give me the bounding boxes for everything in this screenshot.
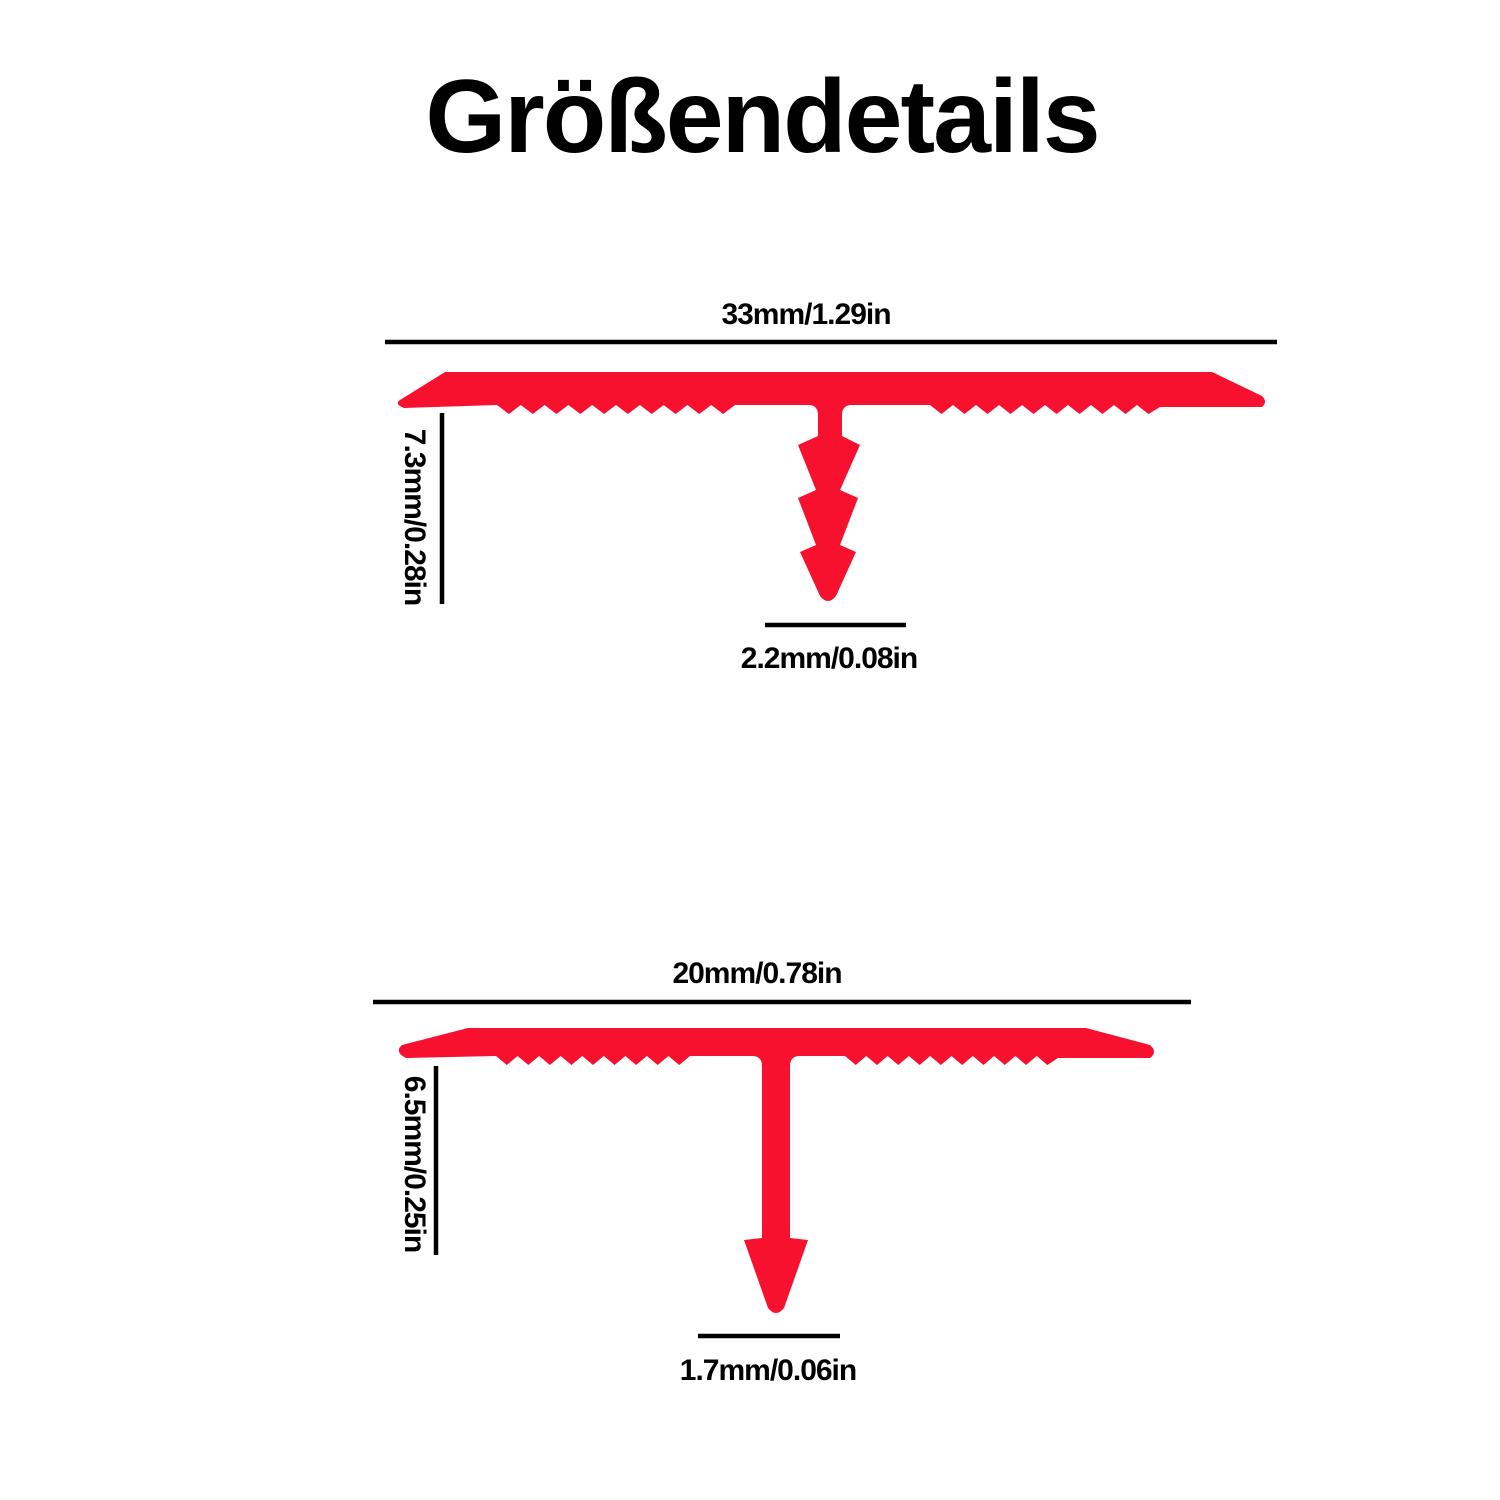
profile-large-stem-label: 2.2mm/0.08in — [741, 642, 917, 675]
profile-small-shape — [398, 1028, 1154, 1313]
profile-large-shape — [397, 372, 1265, 601]
profile-small-height-label: 6.5mm/0.25in — [398, 1076, 431, 1252]
profile-large: 33mm/1.29in 7.3mm/0.28in 2.2mm/0.08in — [385, 298, 1277, 675]
profile-small-width-label: 20mm/0.78in — [672, 957, 841, 990]
profile-large-height-label: 7.3mm/0.28in — [398, 429, 431, 605]
page-title: Größendetails — [425, 59, 1098, 175]
profile-small: 20mm/0.78in 6.5mm/0.25in 1.7mm/0.06in — [373, 957, 1191, 1387]
profile-large-width-label: 33mm/1.29in — [721, 298, 890, 331]
profile-small-stem-label: 1.7mm/0.06in — [680, 1354, 856, 1387]
